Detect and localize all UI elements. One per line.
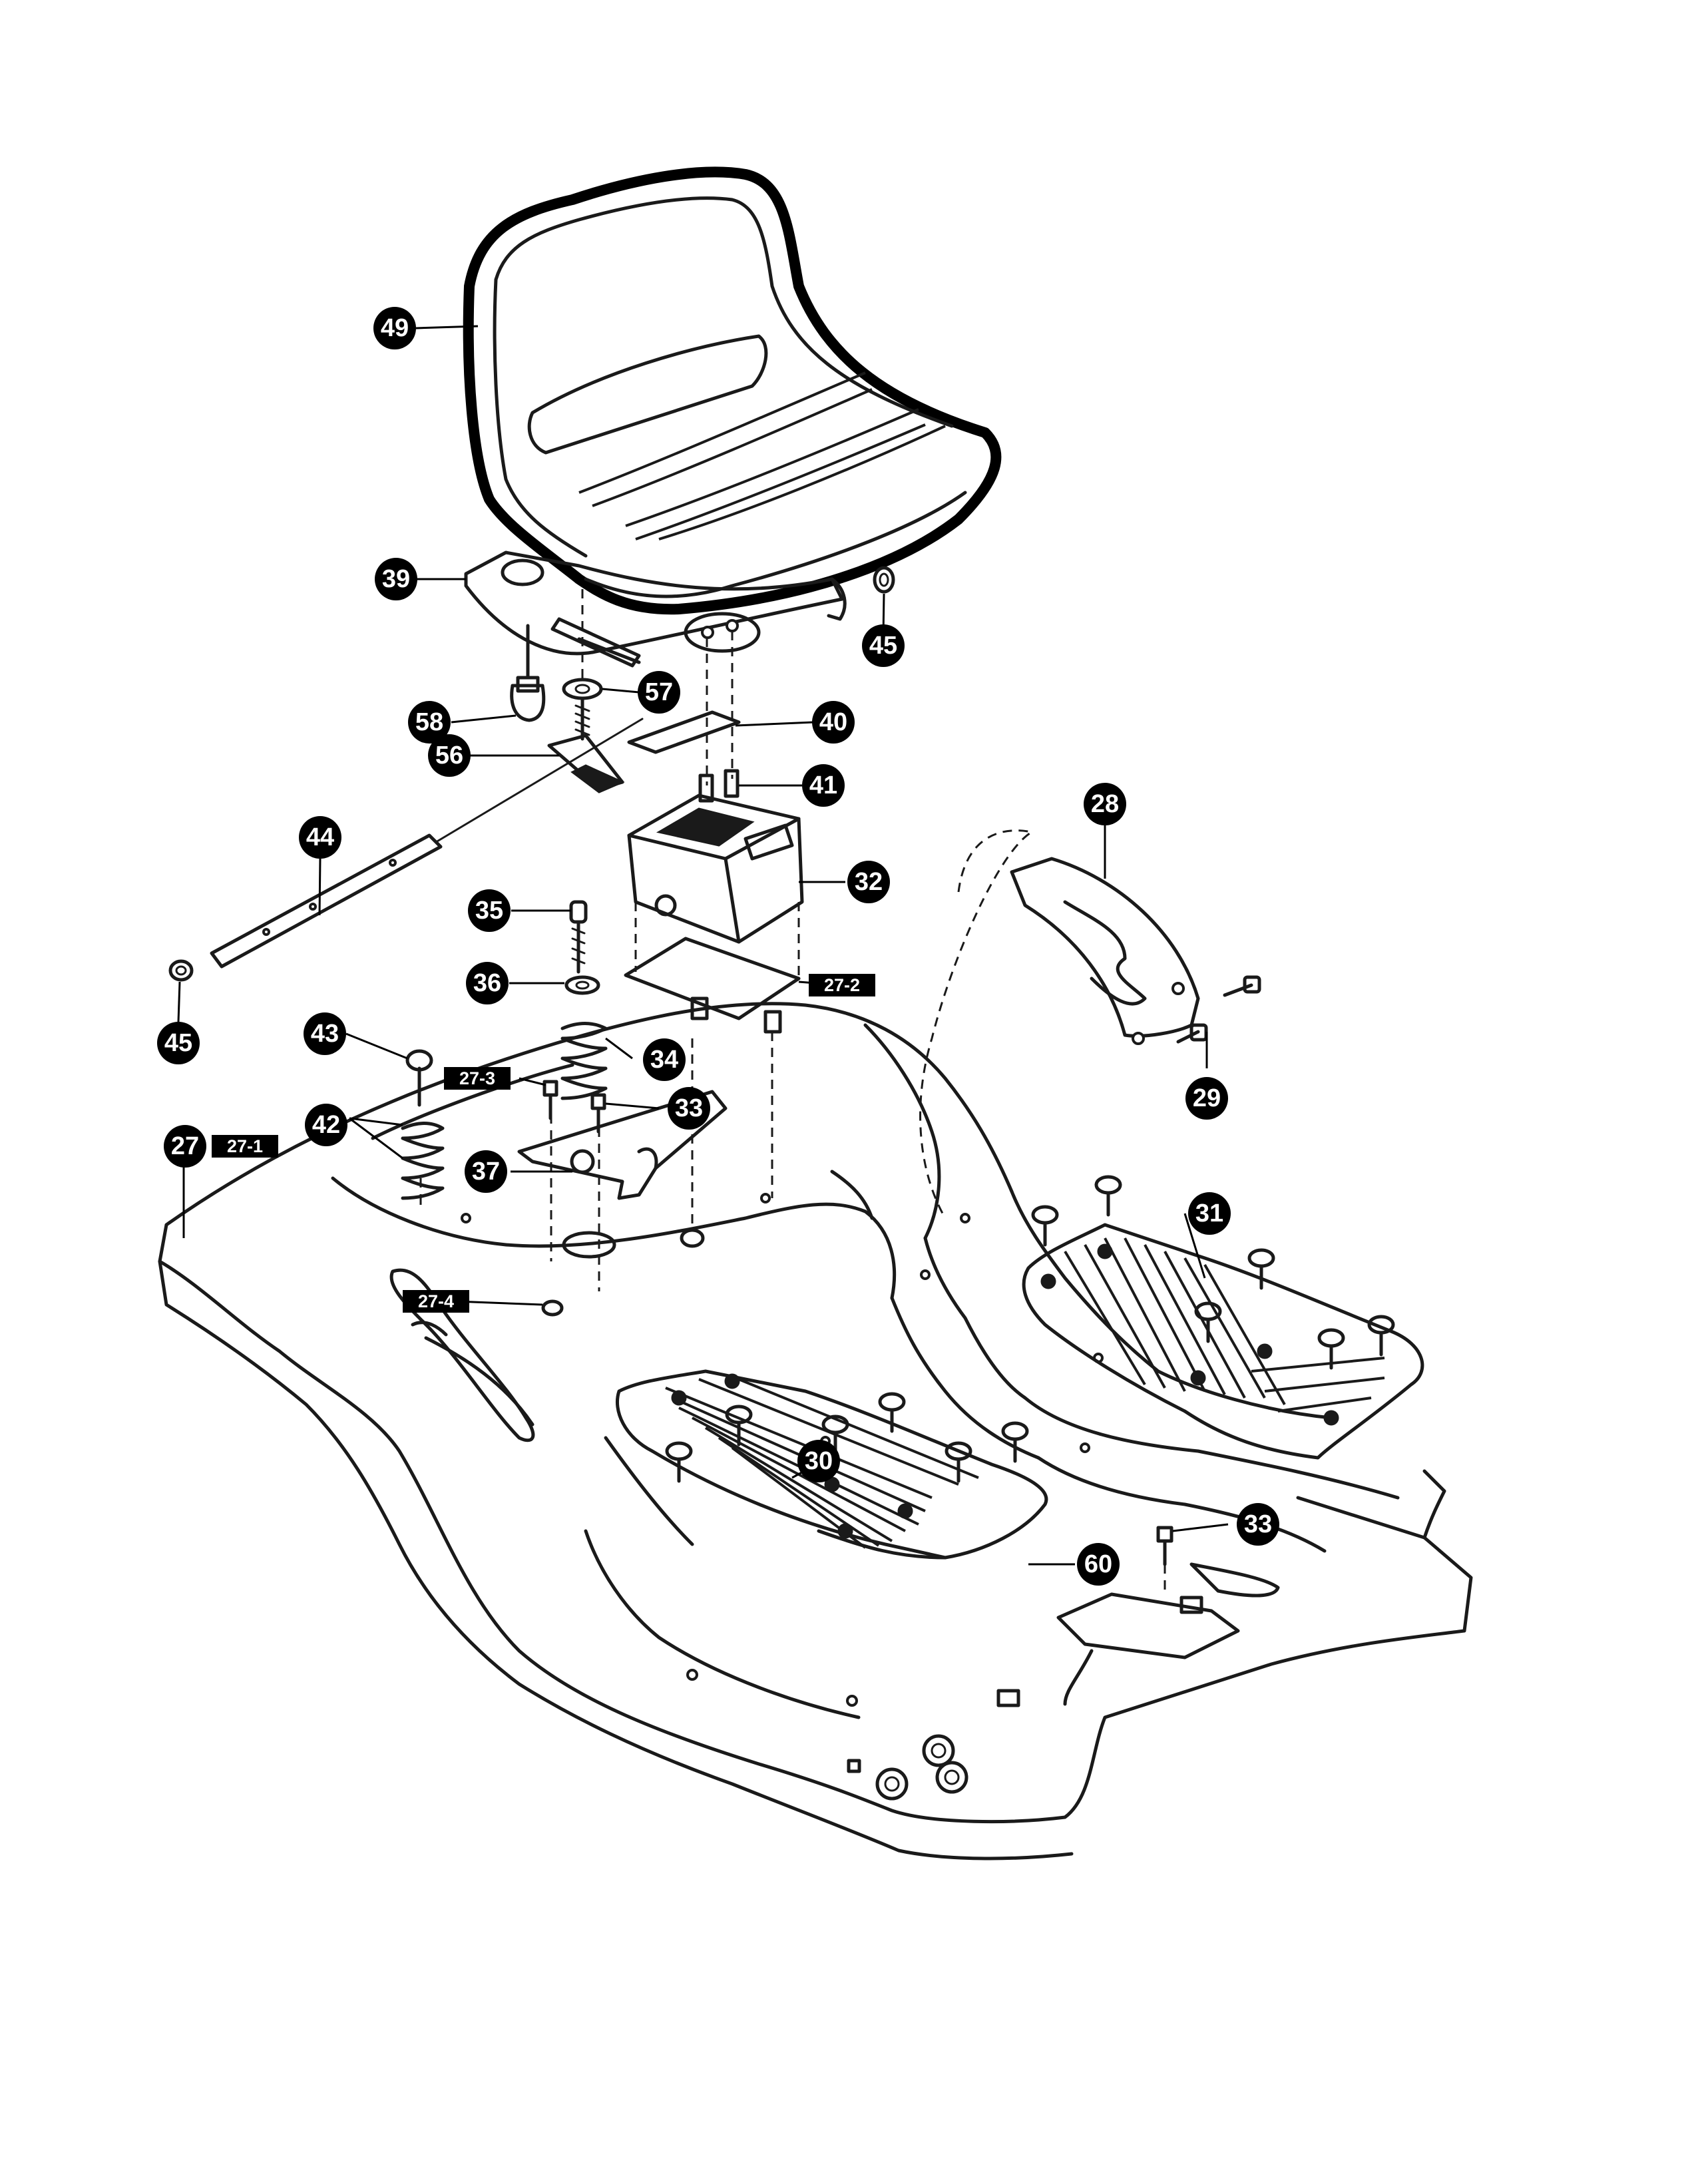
knob-58 — [510, 624, 546, 722]
svg-text:43: 43 — [311, 1020, 339, 1048]
callout-30: 30 — [797, 1440, 840, 1482]
svg-text:27-1: 27-1 — [227, 1136, 263, 1156]
push-pin — [945, 1441, 972, 1483]
callout-32: 32 — [847, 861, 890, 903]
footboard-30 — [615, 1369, 1048, 1560]
bolts-41 — [698, 769, 740, 803]
callout-33-lower: 33 — [1237, 1503, 1279, 1546]
svg-text:27: 27 — [171, 1132, 199, 1160]
screws-29 — [1176, 975, 1261, 1044]
svg-text:30: 30 — [805, 1447, 833, 1475]
callout-29: 29 — [1185, 1077, 1228, 1120]
callout-28: 28 — [1084, 783, 1126, 825]
callout-37: 37 — [465, 1150, 507, 1193]
callout-45-top: 45 — [862, 624, 905, 667]
callout-35: 35 — [468, 889, 511, 932]
svg-text:32: 32 — [855, 868, 883, 896]
callouts: 49 39 45 57 58 40 56 41 44 28 32 35 36 4… — [157, 307, 1279, 1586]
svg-text:27-2: 27-2 — [824, 975, 860, 995]
svg-text:31: 31 — [1195, 1200, 1223, 1227]
svg-text:28: 28 — [1091, 790, 1119, 818]
seat — [463, 166, 1002, 615]
svg-text:33: 33 — [675, 1094, 703, 1122]
callout-41: 41 — [802, 764, 845, 807]
svg-text:33: 33 — [1244, 1510, 1272, 1538]
push-pin — [1194, 1301, 1222, 1343]
bolt-35 — [569, 900, 588, 974]
callout-49: 49 — [373, 307, 416, 349]
svg-text:56: 56 — [435, 742, 463, 769]
bolt-43 — [405, 1049, 433, 1107]
footboard-31 — [1022, 1223, 1424, 1460]
svg-text:27-3: 27-3 — [459, 1068, 495, 1088]
callout-43: 43 — [304, 1012, 346, 1055]
tag-27-4: 27-4 — [403, 1290, 469, 1313]
callout-33-upper: 33 — [668, 1087, 710, 1130]
callout-34: 34 — [643, 1038, 686, 1081]
callout-31: 31 — [1188, 1192, 1231, 1235]
push-pin — [878, 1392, 906, 1433]
callout-56: 56 — [428, 734, 471, 777]
frame-body — [158, 1002, 1473, 1860]
svg-text:41: 41 — [809, 771, 837, 799]
callout-60: 60 — [1077, 1543, 1120, 1586]
slider-56 — [547, 734, 625, 793]
seat-switch-32 — [627, 793, 804, 944]
fastener-27-4 — [541, 1299, 564, 1317]
callout-42: 42 — [305, 1104, 347, 1146]
svg-text:58: 58 — [415, 708, 443, 736]
callout-39: 39 — [375, 558, 417, 600]
tag-27-2: 27-2 — [809, 974, 875, 996]
washer-45-left — [168, 959, 194, 982]
svg-text:44: 44 — [306, 823, 334, 851]
svg-text:45: 45 — [869, 632, 897, 660]
svg-text:35: 35 — [475, 897, 503, 925]
svg-text:60: 60 — [1084, 1550, 1112, 1578]
push-pin — [1001, 1421, 1029, 1463]
svg-text:27-4: 27-4 — [418, 1291, 454, 1311]
bolt-57 — [562, 589, 603, 741]
svg-text:39: 39 — [382, 565, 410, 593]
tags: 27-1 27-2 27-3 27-4 — [212, 974, 875, 1313]
svg-text:37: 37 — [472, 1158, 500, 1186]
svg-text:34: 34 — [650, 1046, 678, 1074]
footboard-31-ribs — [1064, 1237, 1385, 1413]
washer-45-top — [873, 566, 895, 594]
svg-text:49: 49 — [381, 314, 409, 342]
push-pin — [725, 1405, 753, 1446]
callout-44: 44 — [299, 816, 341, 859]
washer-36 — [564, 975, 600, 995]
fender-28 — [1010, 857, 1200, 1045]
callout-40: 40 — [812, 701, 855, 744]
callout-57: 57 — [638, 671, 680, 714]
push-pin — [1317, 1328, 1345, 1370]
spring-42 — [401, 1122, 445, 1205]
callout-27: 27 — [164, 1125, 206, 1168]
push-pin — [1031, 1205, 1059, 1247]
push-pin — [1367, 1315, 1395, 1357]
push-pin — [665, 1441, 693, 1483]
pivot-rod-44 — [210, 718, 644, 969]
callout-58: 58 — [408, 701, 451, 744]
plate-40 — [627, 631, 741, 785]
svg-text:57: 57 — [645, 678, 673, 706]
leader-lines — [177, 325, 1229, 1566]
tag-27-3: 27-3 — [444, 1067, 511, 1090]
svg-text:36: 36 — [473, 969, 501, 997]
svg-text:40: 40 — [819, 708, 847, 736]
callout-45-left: 45 — [157, 1022, 200, 1064]
push-pins — [665, 1175, 1395, 1483]
screw-33-lower — [1156, 1526, 1173, 1591]
tag-27-1: 27-1 — [212, 1135, 278, 1158]
push-pin — [1094, 1175, 1122, 1217]
assembly-lines — [419, 829, 1035, 1291]
push-pin — [1247, 1248, 1275, 1290]
svg-text:29: 29 — [1193, 1084, 1221, 1112]
svg-text:42: 42 — [312, 1111, 340, 1139]
svg-text:45: 45 — [164, 1029, 192, 1057]
spring-bracket — [517, 1090, 728, 1248]
callout-36: 36 — [466, 962, 509, 1004]
